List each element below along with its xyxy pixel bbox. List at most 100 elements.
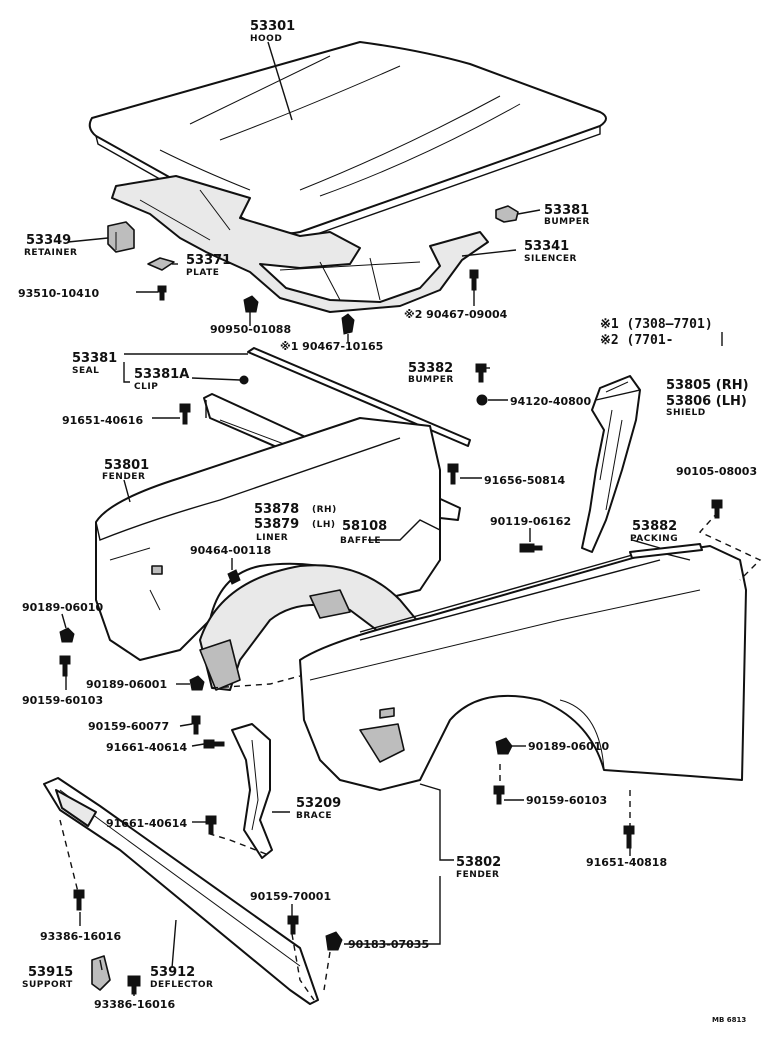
note-1: ※1 (7308—7701)	[600, 317, 713, 332]
bolt-90105-drawing	[711, 499, 723, 519]
label-90189-c: 90189-06010	[528, 740, 609, 753]
screw-90159-d-drawing	[287, 915, 299, 935]
label-53879-lh: (LH)	[312, 520, 336, 530]
label-53915-number: 53915	[28, 965, 73, 980]
label-53915-name: SUPPORT	[22, 980, 73, 990]
label-91651-top: 91651-40616	[62, 414, 143, 427]
fastener-93510	[157, 285, 167, 301]
clip-53381a-drawing	[239, 375, 249, 385]
label-53382-name: BUMPER	[408, 375, 454, 385]
label-53912-name: DEFLECTOR	[150, 980, 213, 990]
bolt-91656-drawing	[447, 463, 459, 485]
bolt-91651-top-drawing	[179, 403, 191, 425]
nut-90189-a-drawing	[59, 627, 75, 643]
label-shield-name: SHIELD	[666, 408, 706, 418]
label-53878-rh: (RH)	[312, 505, 337, 515]
label-53801-number: 53801	[104, 458, 149, 473]
label-91661-b: 91661-40614	[106, 817, 187, 830]
label-53381a-name: CLIP	[134, 382, 158, 392]
label-53802-number: 53802	[456, 855, 501, 870]
brace-drawing	[231, 723, 273, 859]
label-90189-b: 90189-06001	[86, 678, 167, 691]
label-liner-name: LINER	[256, 533, 288, 543]
label-53381a-number: 53381A	[134, 367, 189, 382]
label-90159-d: 90159-70001	[250, 890, 331, 903]
fender-rh-drawing	[299, 545, 747, 791]
packing-drawing	[629, 543, 703, 559]
label-53301-name: HOOD	[250, 34, 282, 44]
label-53912-number: 53912	[150, 965, 195, 980]
screw-90159-c-drawing	[493, 785, 505, 805]
label-53341-name: SILENCER	[524, 254, 577, 264]
label-53209-name: BRACE	[296, 811, 332, 821]
plate-drawing	[147, 257, 175, 271]
label-91651-bottom: 91651-40818	[586, 856, 667, 869]
deflector-drawing	[43, 777, 319, 1005]
label-90119: 90119-06162	[490, 515, 571, 528]
liner-drawing	[199, 564, 421, 691]
screw-90159-b-drawing	[191, 715, 201, 735]
labels: 53301 HOOD 53381 BUMPER 53349 RETAINER 5…	[18, 19, 757, 1024]
label-91661-a: 91661-40614	[106, 741, 187, 754]
bumper-53881-drawing	[495, 205, 519, 223]
label-90159-a: 90159-60103	[22, 694, 103, 707]
dashed-lines	[59, 511, 762, 1001]
nut-90183-drawing	[325, 931, 343, 951]
support-drawing	[91, 955, 111, 991]
label-53349-name: RETAINER	[24, 248, 77, 258]
label-53381-seal-number: 53381	[72, 351, 117, 366]
label-53371-number: 53371	[186, 253, 231, 268]
seal-drawing	[247, 347, 471, 447]
screw-94120-drawing	[476, 394, 488, 406]
bolt-90119-drawing	[519, 543, 543, 553]
retainer-drawing	[107, 221, 135, 253]
label-53878: 53878	[254, 502, 299, 517]
label-53371-name: PLATE	[186, 268, 219, 278]
label-58108-name: BAFFLE	[340, 536, 381, 546]
fastener-90950	[243, 295, 259, 313]
leader-lines	[61, 41, 661, 996]
fender-lh-drawing	[95, 417, 441, 661]
label-53881-number: 53381	[544, 203, 589, 218]
bolt-93386-b-drawing	[127, 975, 141, 995]
label-90467-1: ※1 90467-10165	[280, 340, 383, 353]
label-53209-number: 53209	[296, 796, 341, 811]
label-53341-number: 53341	[524, 239, 569, 254]
shield-drawing	[581, 375, 641, 553]
bolt-91651-bottom-drawing	[623, 825, 635, 849]
clip-90464-drawing	[227, 569, 241, 585]
label-53349-number: 53349	[26, 233, 71, 248]
label-90189-a: 90189-06010	[22, 601, 103, 614]
fastener-90467-2	[469, 269, 479, 291]
label-90159-c: 90159-60103	[526, 794, 607, 807]
label-53806: 53806 (LH)	[666, 394, 747, 409]
nut-90189-b-drawing	[189, 675, 205, 691]
label-53882-number: 53882	[632, 519, 677, 534]
nut-90189-c-drawing	[495, 737, 513, 755]
label-53382-number: 53382	[408, 361, 453, 376]
label-90159-b: 90159-60077	[88, 720, 169, 733]
bolt-91661-a-drawing	[203, 739, 225, 749]
screw-90159-a-drawing	[59, 655, 71, 677]
bolt-91661-b-drawing	[205, 815, 217, 835]
label-90467-2: ※2 90467-09004	[404, 308, 508, 321]
label-90183: 90183-07035	[348, 938, 429, 951]
bumper-53382-drawing	[475, 363, 487, 383]
label-90950: 90950-01088	[210, 323, 291, 336]
label-53881-name: BUMPER	[544, 217, 590, 227]
label-53882-name: PACKING	[630, 534, 678, 544]
label-53802-name: FENDER	[456, 870, 499, 880]
label-90105: 90105-08003	[676, 465, 757, 478]
label-53301-number: 53301	[250, 19, 295, 34]
label-93386-a: 93386-16016	[40, 930, 121, 943]
label-93386-b: 93386-16016	[94, 998, 175, 1011]
bolt-93386-a-drawing	[73, 889, 85, 911]
label-53381-seal-name: SEAL	[72, 366, 99, 376]
note-2: ※2 (7701-	[600, 333, 674, 348]
catalog-reference: MB 6813	[712, 1016, 746, 1024]
label-93510: 93510-10410	[18, 287, 99, 300]
label-91656: 91656-50814	[484, 474, 565, 487]
label-53801-name: FENDER	[102, 472, 145, 482]
